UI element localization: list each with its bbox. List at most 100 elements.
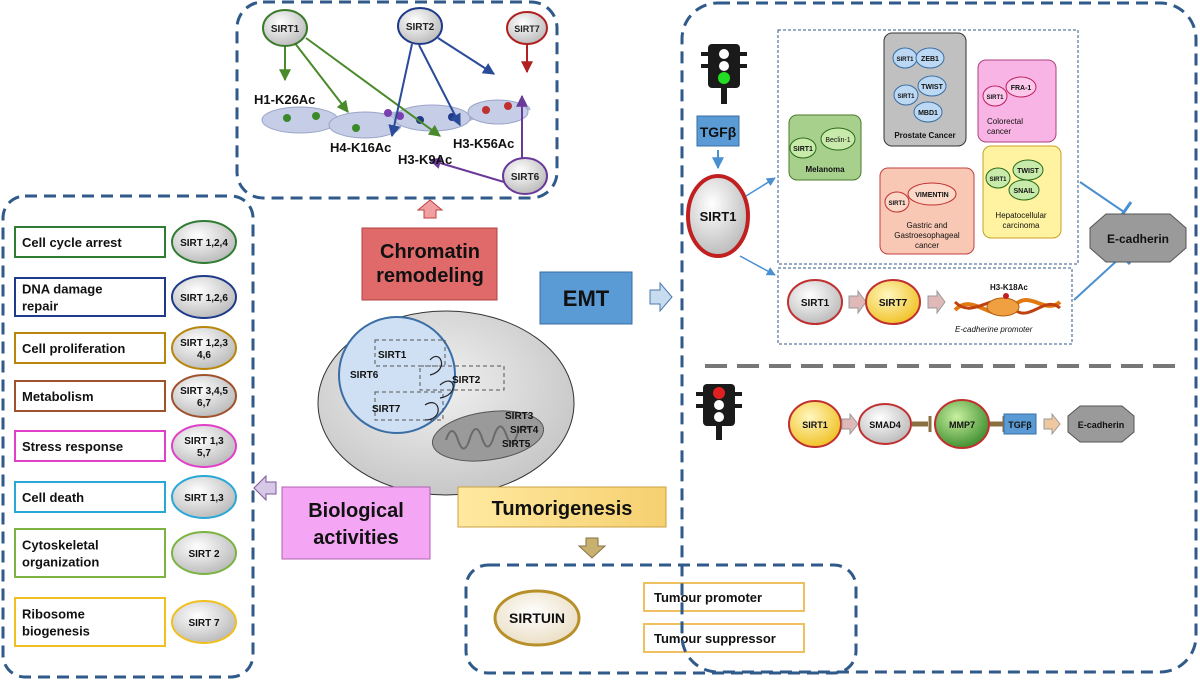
h3-k9ac-label: H3-K9Ac [398,152,452,167]
sirt-badge [171,326,237,370]
activity-label-box [14,430,166,462]
h1-k26ac-label: H1-K26Ac [254,92,315,107]
biological-activity-row: Cell proliferation SIRT 1,2,34,6 [14,326,237,370]
right-arrow-icon [649,281,673,313]
sirt-badge-label: SIRT 1,3 [184,493,224,504]
sirt-badge-label: 5,7 [197,448,211,459]
gastric-name2: Gastroesophageal [894,231,960,240]
hepato-name1: Hepatocellular [995,211,1046,220]
activity-label-box [14,528,166,578]
hepatocellular-box: SIRT1 TWIST SNAIL Hepatocellular carcino… [982,145,1062,239]
activity-label: DNA damage [22,282,102,297]
tgfb-label: TGFβ [700,124,737,140]
h4-k16ac-label: H4-K16Ac [330,140,391,155]
activity-label-box [14,380,166,412]
emt-panel: TGFβ SIRT1 SIRT1 Beclin-1 Melanoma SIRT1… [680,1,1198,674]
activity-label: Cell cycle arrest [22,235,122,250]
chromatin-panel: SIRT1 SIRT2 SIRT7 SIRT6 H1-K26Ac H4-K16A… [235,0,559,200]
hepato-twist: TWIST [1017,168,1039,175]
bottom-tgfb: TGFβ [1008,420,1032,430]
cell-sirt5: SIRT5 [502,439,531,450]
sirt-badge-label: SIRT 1,2,6 [180,293,228,304]
promoter-sirt1: SIRT1 [801,298,830,309]
h3-k56ac-label: H3-K56Ac [453,136,514,151]
hepato-name2: carcinoma [1003,221,1040,230]
activity-label: Ribosome [22,607,85,622]
hepato-sirt1: SIRT1 [989,177,1007,183]
sirt-badge-label: SIRT 3,4,5 [180,386,228,397]
gastric-partner: VIMENTIN [915,192,948,199]
activity-label: Cell death [22,490,84,505]
cell-sirt4: SIRT4 [510,425,539,436]
dna-icon [953,293,1062,317]
gastric-sirt1: SIRT1 [888,201,906,207]
ecadherin-node: E-cadherin [1089,213,1187,263]
sirt-badge-label: 6,7 [197,398,211,409]
activity-label: Stress response [22,439,123,454]
ecadherine-promoter-label: E-cadherine promoter [955,325,1033,334]
activity-label: Cytoskeletal [22,538,99,553]
tumour-promoter-label: Tumour promoter [654,590,762,605]
melanoma-sirt1: SIRT1 [793,146,813,153]
melanoma-partner: Beclin-1 [825,137,850,144]
tumour-panel: SIRTUIN Tumour promoter Tumour suppresso… [464,563,858,675]
biological-activity-row: DNA damage repair SIRT 1,2,6 [14,275,237,319]
bottom-pathway-row: SIRT1 SMAD4 MMP7 TGFβ E-cadherin [788,399,1135,449]
activity-label-box [14,277,166,317]
sirt6-label: SIRT6 [511,172,540,183]
activity-label: biogenesis [22,624,90,639]
activity-label: repair [22,299,58,314]
colorectal-partner: FRA-1 [1011,85,1032,92]
activity-label: Metabolism [22,389,94,404]
chromatin-remodeling-line1: Chromatin [380,241,480,263]
cell-sirt7: SIRT7 [372,404,401,415]
activity-label: organization [22,555,99,570]
left-arrow-icon [253,474,277,502]
tumorigenesis-label: Tumorigenesis [492,498,633,520]
colorectal-sirt1: SIRT1 [986,95,1004,101]
emt-box: EMT [539,271,633,325]
mitochondrion-icon [431,410,545,462]
biological-activity-row: Ribosome biogenesis SIRT 7 [14,597,237,647]
activity-label: Cell proliferation [22,341,125,356]
emt-label: EMT [563,286,610,311]
sirt2-node: SIRT2 [397,7,443,45]
bottom-ecadherin: E-cadherin [1078,420,1125,430]
prostate-sirt1a: SIRT1 [896,57,914,63]
sirt-badge-label: SIRT 1,3 [184,436,224,447]
activity-label-box [14,332,166,364]
sirt-badge [171,475,237,519]
biological-activity-row: Cell death SIRT 1,3 [14,475,237,519]
promoter-row: SIRT1 SIRT7 H3-K18Ac E-cadherine promote… [787,279,1062,334]
melanoma-box: SIRT1 Beclin-1 Melanoma [788,114,862,181]
prostate-sirt1b: SIRT1 [897,94,915,100]
sirt-badge [171,531,237,575]
sirt-badge-label: SIRT 7 [188,618,220,629]
promoter-sirt7: SIRT7 [879,298,908,309]
sirt-badge [171,600,237,644]
cell-diagram: SIRT1 SIRT6 SIRT2 SIRT7 SIRT3 SIRT4 SIRT… [317,310,575,496]
chromatin-remodeling-box: Chromatin remodeling [361,227,498,301]
gastric-name1: Gastric and [907,221,948,230]
cell-sirt2: SIRT2 [452,375,481,386]
hepato-snail: SNAIL [1014,188,1036,195]
tumour-suppressor-label: Tumour suppressor [654,631,776,646]
cell-sirt6: SIRT6 [350,370,379,381]
sirt-badge-label: 4,6 [197,350,211,361]
sirt-badge [171,424,237,468]
cell-sirt1: SIRT1 [378,350,407,361]
sirt7-label: SIRT7 [514,24,540,34]
sirt-badge-label: SIRT 1,2,3 [180,338,228,349]
biological-line1: Biological [308,500,404,522]
h3-k18ac-label: H3-K18Ac [990,283,1028,292]
sirt1-node: SIRT1 [262,9,308,47]
prostate-box: SIRT1 ZEB1 SIRT1 TWIST MBD1 Prostate Can… [883,32,967,147]
sirt2-label: SIRT2 [406,22,435,33]
down-arrow-icon [577,537,607,559]
activity-label-box [14,597,166,647]
activity-label-box [14,481,166,513]
